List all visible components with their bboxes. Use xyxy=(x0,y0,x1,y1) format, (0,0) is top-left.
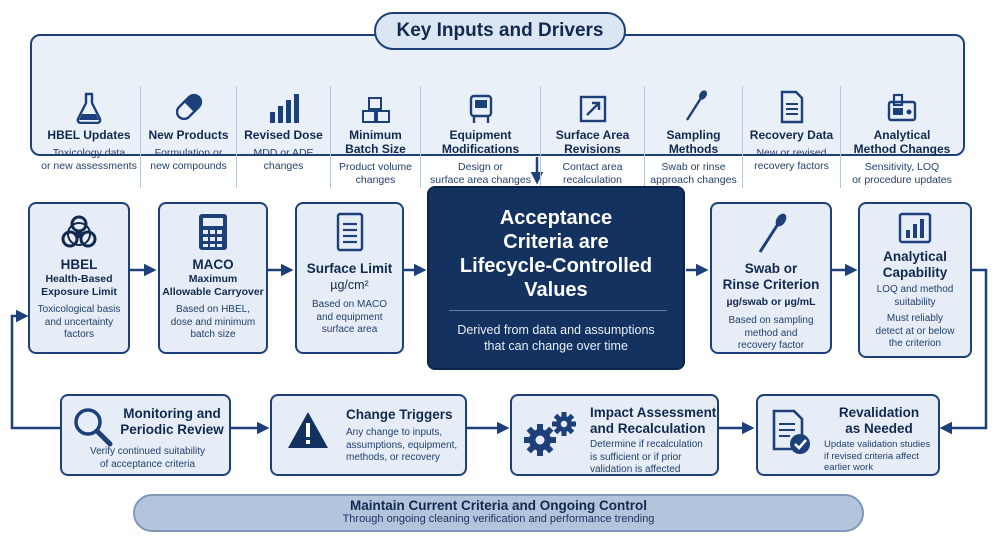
equipment-icon xyxy=(466,86,496,124)
swab-icon xyxy=(679,86,709,124)
arrow-analytical-to-revalidation xyxy=(939,268,988,435)
surface-limit-title: Surface Limit xyxy=(306,261,393,276)
arrow-monitoring-to-hbel xyxy=(10,309,60,430)
calculator-icon xyxy=(160,212,266,257)
maco-title: MACO xyxy=(192,257,234,272)
swab-criterion-unit: µg/swab or µg/mL xyxy=(726,296,816,308)
change-triggers-desc: Any change to inputs,assumptions, equipm… xyxy=(346,427,458,463)
square-area-icon xyxy=(578,86,608,124)
input-title: New Products xyxy=(148,128,229,142)
input-title: HBEL Updates xyxy=(47,128,131,142)
swab-icon xyxy=(712,212,830,261)
document-icon xyxy=(778,86,806,124)
change-triggers-box: Change Triggers Any change to inputs,ass… xyxy=(270,394,467,476)
flask-icon xyxy=(74,86,104,124)
magnifier-icon xyxy=(72,406,114,453)
analytics-chart-icon xyxy=(860,212,970,249)
warning-icon xyxy=(286,410,330,455)
surface-limit-unit: µg/cm² xyxy=(330,278,369,292)
banner-title: Maintain Current Criteria and Ongoing Co… xyxy=(350,498,647,513)
boxes-icon xyxy=(360,86,392,124)
input-title: Recovery Data xyxy=(749,128,834,142)
banner-subtitle: Through ongoing cleaning verification an… xyxy=(342,513,655,525)
gears-icon xyxy=(522,410,580,463)
control-banner: Maintain Current Criteria and Ongoing Co… xyxy=(133,494,864,532)
input-title: Revised Dose xyxy=(244,128,323,142)
biohazard-icon xyxy=(30,214,128,257)
change-triggers-title: Change Triggers xyxy=(346,407,453,422)
inputs-title: Key Inputs and Drivers xyxy=(374,12,626,50)
document-list-icon xyxy=(297,212,402,257)
bar-chart-icon xyxy=(267,86,301,124)
instrument-icon xyxy=(885,86,919,124)
pill-icon xyxy=(172,86,206,124)
hbel-title: HBEL xyxy=(60,257,98,272)
center-divider xyxy=(449,310,667,311)
document-check-icon xyxy=(770,408,814,463)
